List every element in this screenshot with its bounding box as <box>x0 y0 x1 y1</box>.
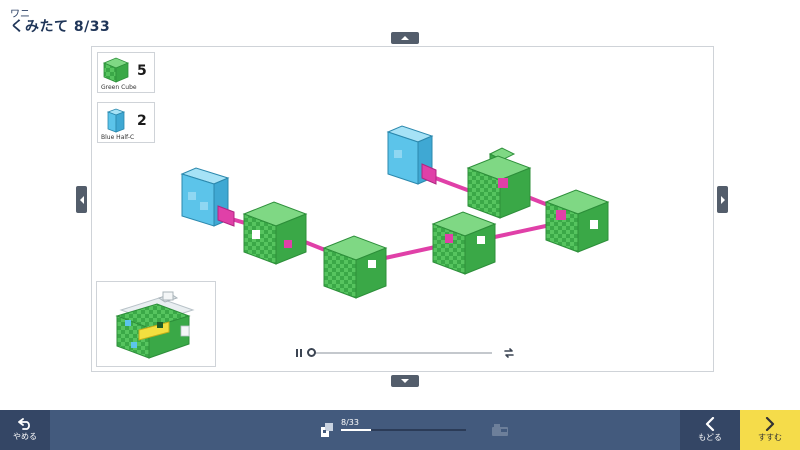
part-name: Blue Half-C <box>101 134 135 141</box>
blue-half-cube-right <box>386 125 437 185</box>
quit-label: やめる <box>13 432 37 441</box>
crocodile-model-image <box>115 291 195 359</box>
steps-icon <box>321 423 333 437</box>
bottom-bar: やめる 8/33 もどる すすむ <box>0 410 800 450</box>
playback-controls <box>294 346 524 360</box>
model-name: ワニ <box>10 9 30 20</box>
chevron-right-icon <box>765 417 775 431</box>
part-count: 5 <box>137 63 147 79</box>
green-cube-1 <box>242 201 308 265</box>
step-progress-fill <box>341 429 372 431</box>
part-card-green-cube: 5 Green Cube <box>97 52 155 93</box>
page-title: くみたて 8/33 <box>10 19 111 35</box>
green-cube-4 <box>466 147 532 219</box>
blue-half-cube-left <box>180 167 235 227</box>
pager-left-button[interactable] <box>76 186 87 213</box>
green-cube-5 <box>544 189 610 253</box>
pause-icon[interactable] <box>294 348 304 358</box>
part-card-blue-half: 2 Blue Half-C <box>97 102 155 143</box>
green-cube-2 <box>322 235 388 299</box>
playback-knob[interactable] <box>307 348 316 357</box>
pager-right-button[interactable] <box>717 186 728 213</box>
caret-up-icon <box>401 36 409 40</box>
model-preview[interactable] <box>96 281 216 367</box>
caret-down-icon <box>401 379 409 383</box>
part-count: 2 <box>137 113 147 129</box>
green-cube-icon <box>102 57 130 83</box>
caret-left-icon <box>79 195 84 204</box>
step-counter: 8/33 <box>341 418 359 427</box>
quit-button[interactable]: やめる <box>0 410 50 450</box>
next-label: すすむ <box>758 433 782 442</box>
back-label: もどる <box>698 433 722 442</box>
undo-arrow-icon <box>18 418 30 430</box>
back-button[interactable]: もどる <box>680 410 740 450</box>
model-icon[interactable] <box>491 423 509 439</box>
pager-down-button[interactable] <box>391 375 419 387</box>
green-cube-3 <box>431 211 497 275</box>
part-name: Green Cube <box>101 84 137 91</box>
loop-icon[interactable] <box>502 347 516 359</box>
step-progress-track <box>341 429 466 431</box>
playback-track[interactable] <box>312 352 492 354</box>
chevron-left-icon <box>705 417 715 431</box>
next-button[interactable]: すすむ <box>740 410 800 450</box>
caret-right-icon <box>720 195 725 204</box>
pager-up-button[interactable] <box>391 32 419 44</box>
blue-half-cube-icon <box>106 108 126 133</box>
